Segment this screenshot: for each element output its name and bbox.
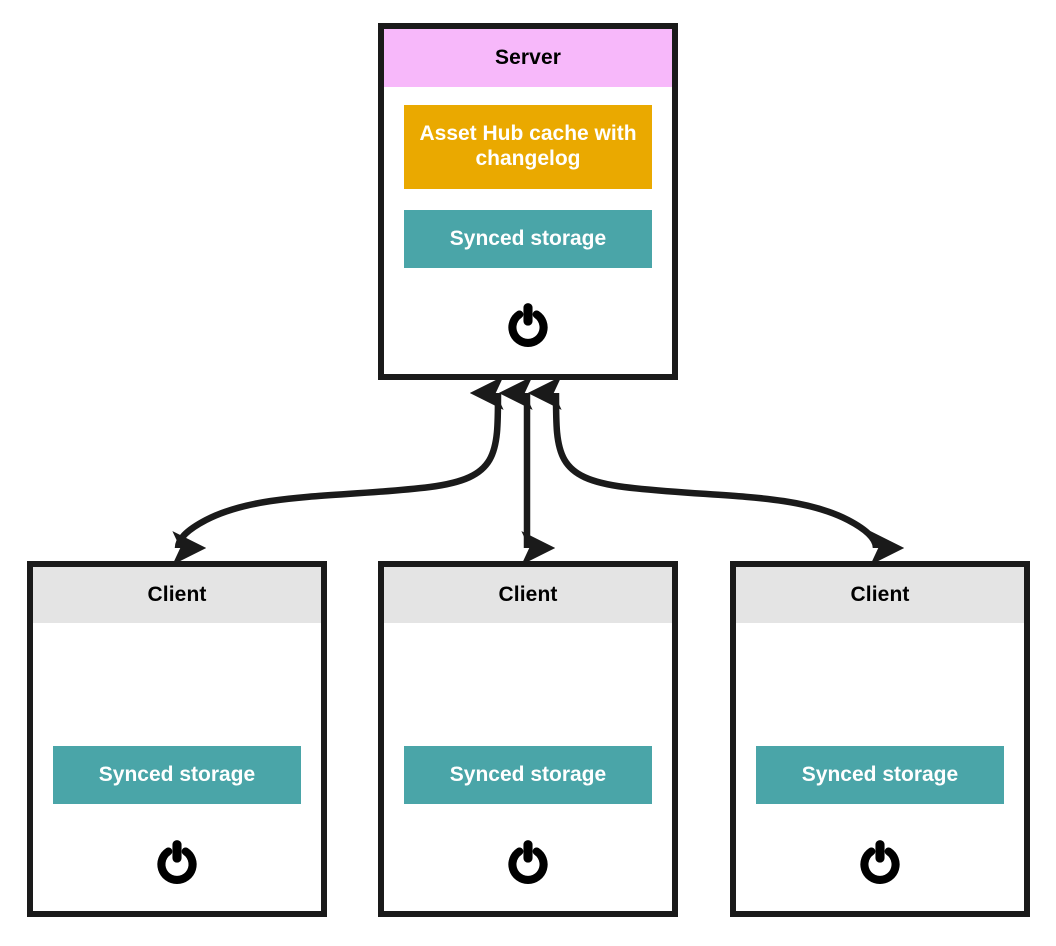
server-header: Server [384,29,672,87]
power-icon[interactable] [502,836,554,888]
server-asset-hub-cache-label: Asset Hub cache with changelog [419,122,637,170]
client-1-synced-storage-label: Synced storage [98,762,256,786]
client-1-header: Client [33,567,321,623]
client-2-header: Client [384,567,672,623]
client-3-synced-storage-label: Synced storage [801,762,959,786]
client-node-2[interactable]: Client Synced storage [378,561,678,917]
server-title: Server [495,46,561,69]
server-synced-storage-label: Synced storage [449,226,607,250]
server-node[interactable]: Server Asset Hub cache with changelog Sy… [378,23,678,380]
server-synced-storage-block[interactable]: Synced storage [404,210,652,268]
client-3-header: Client [736,567,1024,623]
power-icon[interactable] [854,836,906,888]
power-icon[interactable] [502,299,554,351]
client-node-1[interactable]: Client Synced storage [27,561,327,917]
client-3-synced-storage-block[interactable]: Synced storage [756,746,1004,804]
client-2-synced-storage-block[interactable]: Synced storage [404,746,652,804]
client-1-synced-storage-block[interactable]: Synced storage [53,746,301,804]
client-2-synced-storage-label: Synced storage [449,762,607,786]
client-1-title: Client [147,583,207,606]
client-node-3[interactable]: Client Synced storage [730,561,1030,917]
connection-server-client-1 [172,376,504,565]
connection-server-client-3 [527,376,905,565]
client-3-title: Client [850,583,910,606]
client-2-title: Client [498,583,558,606]
server-asset-hub-cache-block[interactable]: Asset Hub cache with changelog [404,105,652,189]
power-icon[interactable] [151,836,203,888]
